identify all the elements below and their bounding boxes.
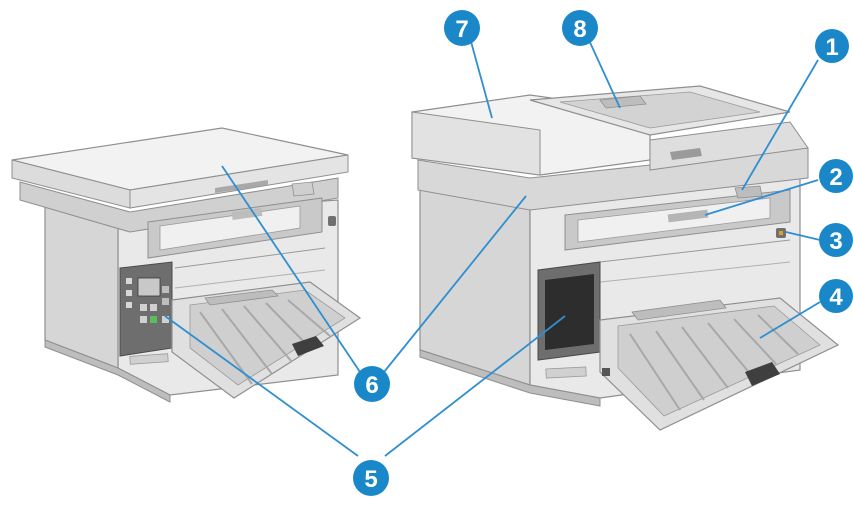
callout-number-5: 5 (364, 466, 377, 493)
leader-line-5a (164, 315, 359, 457)
callout-circle (819, 223, 853, 257)
right-printer (411, 85, 840, 431)
callout-number-8: 8 (573, 16, 586, 43)
callout-5: 5 (353, 460, 389, 496)
callouts: 1 2 3 4 5 6 7 8 (353, 10, 853, 496)
leader-line-5b (384, 315, 566, 457)
callout-1: 1 (815, 29, 849, 63)
left-scanner-base (19, 177, 339, 233)
right-scanner-layer (417, 147, 809, 211)
callout-3: 3 (819, 223, 853, 257)
callout-7: 7 (444, 10, 480, 46)
leader-line-8 (587, 37, 621, 109)
callout-number-7: 7 (455, 16, 468, 43)
leader-line-1 (741, 59, 819, 191)
left-lcd-display (137, 277, 161, 297)
left-printer (11, 127, 362, 403)
right-adf-output-bin (649, 121, 809, 171)
callout-circle (562, 10, 598, 46)
callout-circle (354, 366, 390, 402)
leader-line-2 (704, 179, 819, 216)
callout-circle (815, 29, 849, 63)
callout-number-2: 2 (829, 164, 842, 191)
leader-line-4 (759, 301, 821, 339)
callout-2: 2 (819, 159, 853, 193)
callout-8: 8 (562, 10, 598, 46)
callout-number-4: 4 (829, 284, 843, 311)
callout-number-6: 6 (365, 372, 378, 399)
leader-line-3 (785, 231, 821, 241)
callout-4: 4 (819, 279, 853, 313)
callout-circle (444, 10, 480, 46)
leader-line-6b (383, 195, 527, 373)
left-printer-side (44, 204, 119, 369)
leader-lines (164, 37, 821, 457)
right-touchscreen (545, 274, 594, 350)
leader-line-7 (469, 37, 493, 119)
leader-line-6a (221, 165, 361, 373)
callout-number-1: 1 (825, 34, 838, 61)
callout-circle (353, 460, 389, 496)
callout-number-3: 3 (829, 228, 842, 255)
left-printer-base (44, 339, 171, 403)
callout-circle (819, 279, 853, 313)
callout-6: 6 (354, 366, 390, 402)
callout-circle (819, 159, 853, 193)
